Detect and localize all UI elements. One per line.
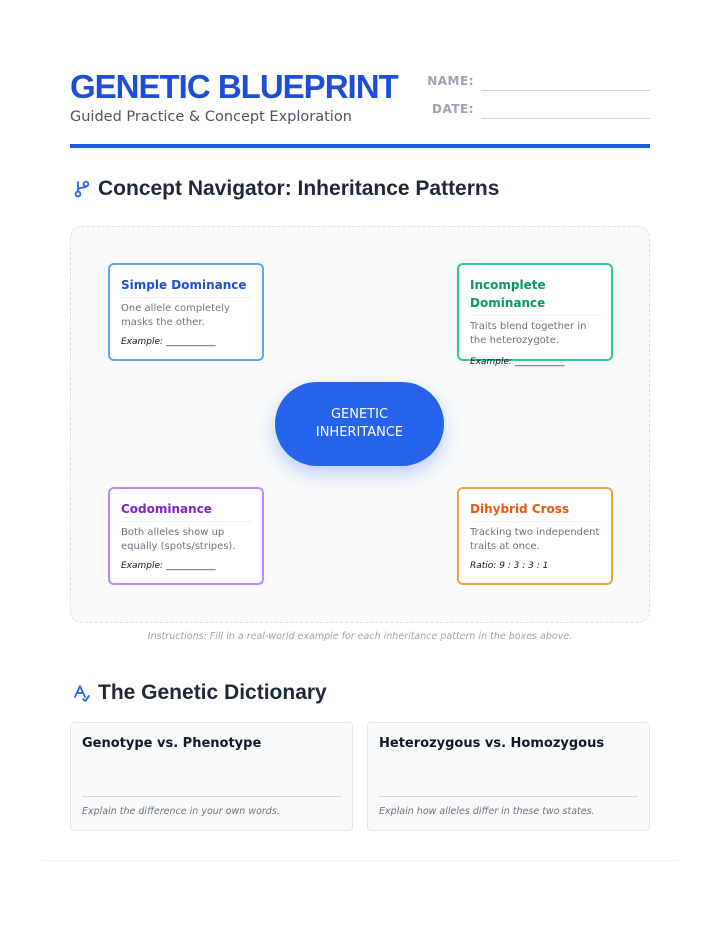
translate-icon [72,683,92,703]
card-example-field[interactable]: Example: ___________ [121,337,216,347]
card-title: Dihybrid Cross [470,500,601,522]
card-title: Codominance [121,500,252,522]
date-label: DATE: [432,102,474,116]
date-field[interactable] [481,118,650,119]
section-genetic-dictionary: The Genetic Dictionary [72,681,327,705]
section-title: The Genetic Dictionary [98,681,327,704]
card-description: Tracking two independent traits at once. [470,527,600,552]
dictionary-card-genotype: Genotype vs. Phenotype Explain the diffe… [70,722,353,831]
dictionary-hint: Explain how alleles differ in these two … [379,806,595,817]
card-example-field[interactable]: Example: ___________ [470,357,565,367]
name-row: NAME: [427,72,650,92]
card-title: Incomplete Dominance [470,276,601,316]
card-simple-dominance: Simple Dominance One allele completely m… [108,263,264,361]
center-concept-node: GENETIC INHERITANCE [275,382,444,466]
dictionary-term: Heterozygous vs. Homozygous [379,736,605,751]
section-title: Concept Navigator: Inheritance Patterns [98,177,500,200]
section-concept-navigator: Concept Navigator: Inheritance Patterns [72,177,499,201]
card-ratio: Ratio: 9 : 3 : 3 : 1 [470,561,549,571]
dictionary-term: Genotype vs. Phenotype [82,736,262,751]
instructions-text: Instructions: Fill in a real-world examp… [147,631,573,642]
dictionary-hint: Explain the difference in your own words… [82,806,280,817]
card-description: Traits blend together in the heterozygot… [470,321,587,346]
center-label: GENETIC INHERITANCE [315,407,404,440]
card-dihybrid-cross: Dihybrid Cross Tracking two independent … [457,487,613,585]
card-title: Simple Dominance [121,276,252,298]
header-divider [70,144,650,148]
dictionary-card-heterozygous: Heterozygous vs. Homozygous Explain how … [367,722,650,831]
card-example-field[interactable]: Example: ___________ [121,561,216,571]
card-incomplete-dominance: Incomplete Dominance Traits blend togeth… [457,263,613,367]
footer-divider [42,860,678,861]
worksheet-header: GENETIC BLUEPRINT Guided Practice & Conc… [70,68,650,148]
card-description: One allele completely masks the other. [121,303,230,328]
worksheet-subtitle: Guided Practice & Concept Exploration [70,109,352,125]
card-description: Both alleles show up equally (spots/stri… [121,527,236,552]
answer-line[interactable] [379,796,638,797]
name-field[interactable] [481,90,650,91]
branch-icon [72,179,92,199]
name-label: NAME: [427,74,474,88]
answer-line[interactable] [82,796,341,797]
card-codominance: Codominance Both alleles show up equally… [108,487,264,585]
date-row: DATE: [430,100,650,120]
worksheet-title: GENETIC BLUEPRINT [70,68,399,105]
